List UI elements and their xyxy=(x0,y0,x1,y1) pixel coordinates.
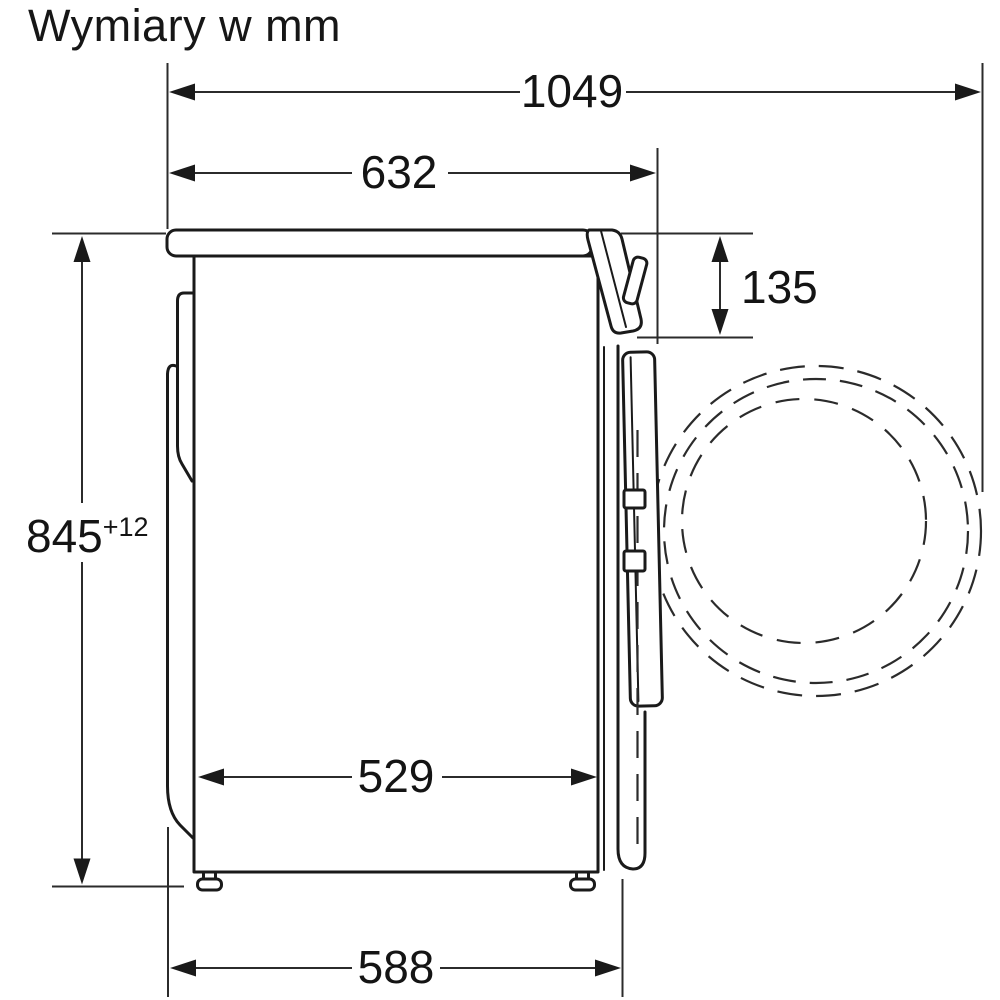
washing-machine xyxy=(165,228,664,892)
arrowhead-right xyxy=(595,959,621,977)
door-hinge-upper xyxy=(622,488,647,510)
door-swing-circle-mid xyxy=(662,377,970,685)
detergent-drawer-handle xyxy=(621,255,649,306)
cabinet-body xyxy=(192,254,600,874)
dimension-label-588: 588 xyxy=(358,941,435,993)
dimension-label-529: 529 xyxy=(358,750,435,802)
arrowhead-right xyxy=(630,164,656,182)
dimension-height: 845+12 xyxy=(26,232,184,888)
dimension-front-panel-height: 135 xyxy=(621,232,818,339)
dimension-label-845: 845+12 xyxy=(26,510,149,562)
dimension-depth-door-open: 1049 xyxy=(166,63,984,492)
rear-hose-cover xyxy=(176,291,195,483)
arrowhead-up xyxy=(73,236,91,262)
door-hinge-lower xyxy=(622,549,647,573)
height-tolerance: +12 xyxy=(103,512,149,542)
front-panel-line xyxy=(616,344,647,871)
arrowhead-right xyxy=(955,83,981,101)
dimension-label-135: 135 xyxy=(741,261,818,313)
arrowhead-down xyxy=(711,309,729,335)
arrowhead-up xyxy=(711,236,729,262)
dimension-depth-cabinet: 588 xyxy=(167,827,624,997)
dimension-depth-between-feet: 529 xyxy=(198,750,597,802)
front-foot xyxy=(569,870,596,892)
open-door xyxy=(621,350,664,708)
door-swing-circle-inner xyxy=(680,397,928,645)
rear-foot-base xyxy=(196,877,223,892)
arrowhead-left xyxy=(169,164,195,182)
dimension-depth-top: 632 xyxy=(169,146,659,344)
worktop xyxy=(165,228,594,258)
arrowhead-left xyxy=(170,959,196,977)
rear-panel-bulge xyxy=(166,363,195,840)
door-swing-outline xyxy=(649,364,983,698)
rear-foot xyxy=(196,870,223,892)
control-panel-edge xyxy=(600,230,627,328)
arrowhead-left xyxy=(198,768,224,786)
door-swing-circle-outer xyxy=(649,364,983,698)
front-foot-base xyxy=(569,877,596,892)
diagram-title: Wymiary w mm xyxy=(28,0,342,51)
arrowhead-down xyxy=(73,858,91,885)
dimension-label-632: 632 xyxy=(361,146,438,198)
dimension-label-1049: 1049 xyxy=(521,65,623,117)
height-value: 845 xyxy=(26,510,103,562)
arrowhead-right xyxy=(571,768,597,786)
open-door-inner-edge xyxy=(629,356,640,703)
arrowhead-left xyxy=(169,83,195,101)
